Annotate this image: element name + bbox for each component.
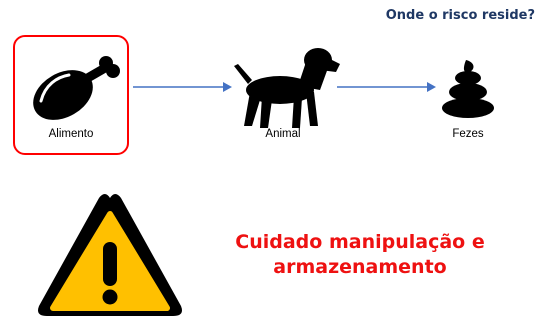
node-label-animal: Animal	[265, 128, 301, 140]
poop-icon	[442, 60, 494, 118]
warning-message: Cuidado manipulação e armazenamento	[235, 231, 485, 278]
flow-arrow-2	[337, 82, 436, 92]
dog-icon	[234, 48, 340, 128]
node-label-fezes: Fezes	[452, 128, 484, 140]
warning-triangle-icon	[38, 194, 182, 316]
node-label-alimento: Alimento	[48, 128, 94, 140]
highlight-box-alimento	[13, 35, 129, 155]
flow-arrow-1	[133, 82, 232, 92]
diagram-question-title: Onde o risco reside?	[385, 8, 535, 23]
meat-drumstick-icon	[33, 56, 120, 120]
